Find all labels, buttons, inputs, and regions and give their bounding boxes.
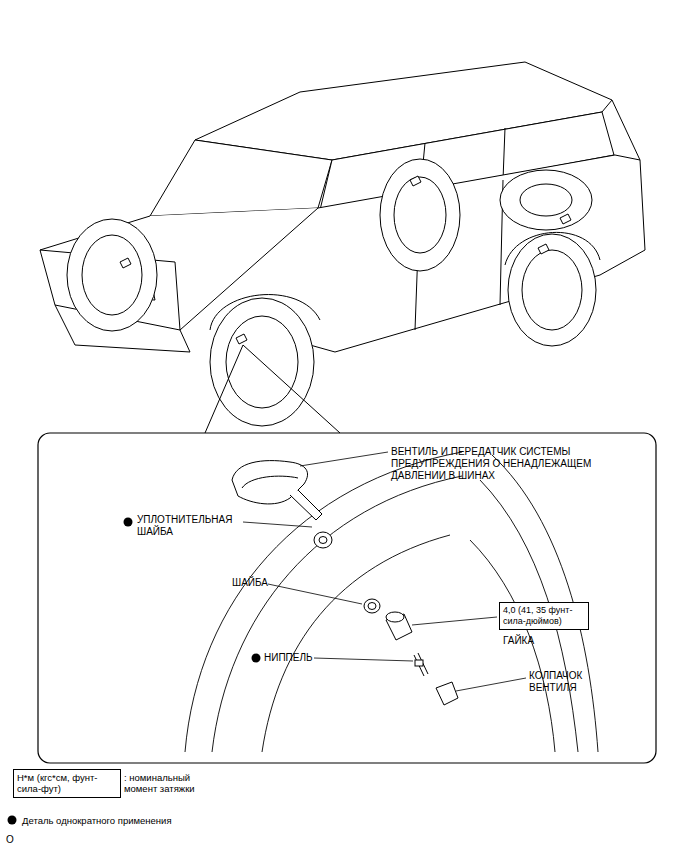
zoom-line	[205, 345, 340, 433]
part-label: ШАЙБА	[232, 577, 292, 589]
leader-line	[243, 452, 526, 691]
part-label: КОЛПАЧОК ВЕНТИЛЯ	[529, 670, 619, 694]
callout-panel	[38, 433, 656, 763]
vehicle	[40, 62, 645, 426]
part-label: ВЕНТИЛЬ И ПЕРЕДАТЧИК СИСТЕМЫ ПРЕДУПРЕЖДЕ…	[391, 446, 636, 482]
legend-text: Деталь однократного применения	[22, 815, 172, 826]
part-label: НИППЕЛЬ	[264, 652, 324, 664]
figure-code: O	[6, 834, 26, 846]
torque-box: 4,0 (41, 35 фунт-сила-дюймов)	[499, 602, 589, 630]
node-text: 4,0 (41, 35 фунт-сила-дюймов)	[503, 605, 585, 627]
legend-entry: Деталь однократного применения	[6, 814, 172, 826]
single-use-dot	[124, 518, 261, 663]
tire-outline	[185, 452, 598, 752]
single-use-dot	[6, 814, 18, 826]
node-text: Н*м (кгс*см, фунт-сила-фут)	[17, 772, 117, 795]
unit-box: Н*м (кгс*см, фунт-сила-фут)	[13, 769, 121, 798]
parts	[232, 461, 458, 705]
part-label: ГАЙКА	[503, 635, 563, 647]
part-label: УПЛОТНИТЕЛЬНАЯ ШАЙБА	[137, 514, 247, 538]
legend-note: : номинальный момент затяжки	[124, 772, 214, 795]
